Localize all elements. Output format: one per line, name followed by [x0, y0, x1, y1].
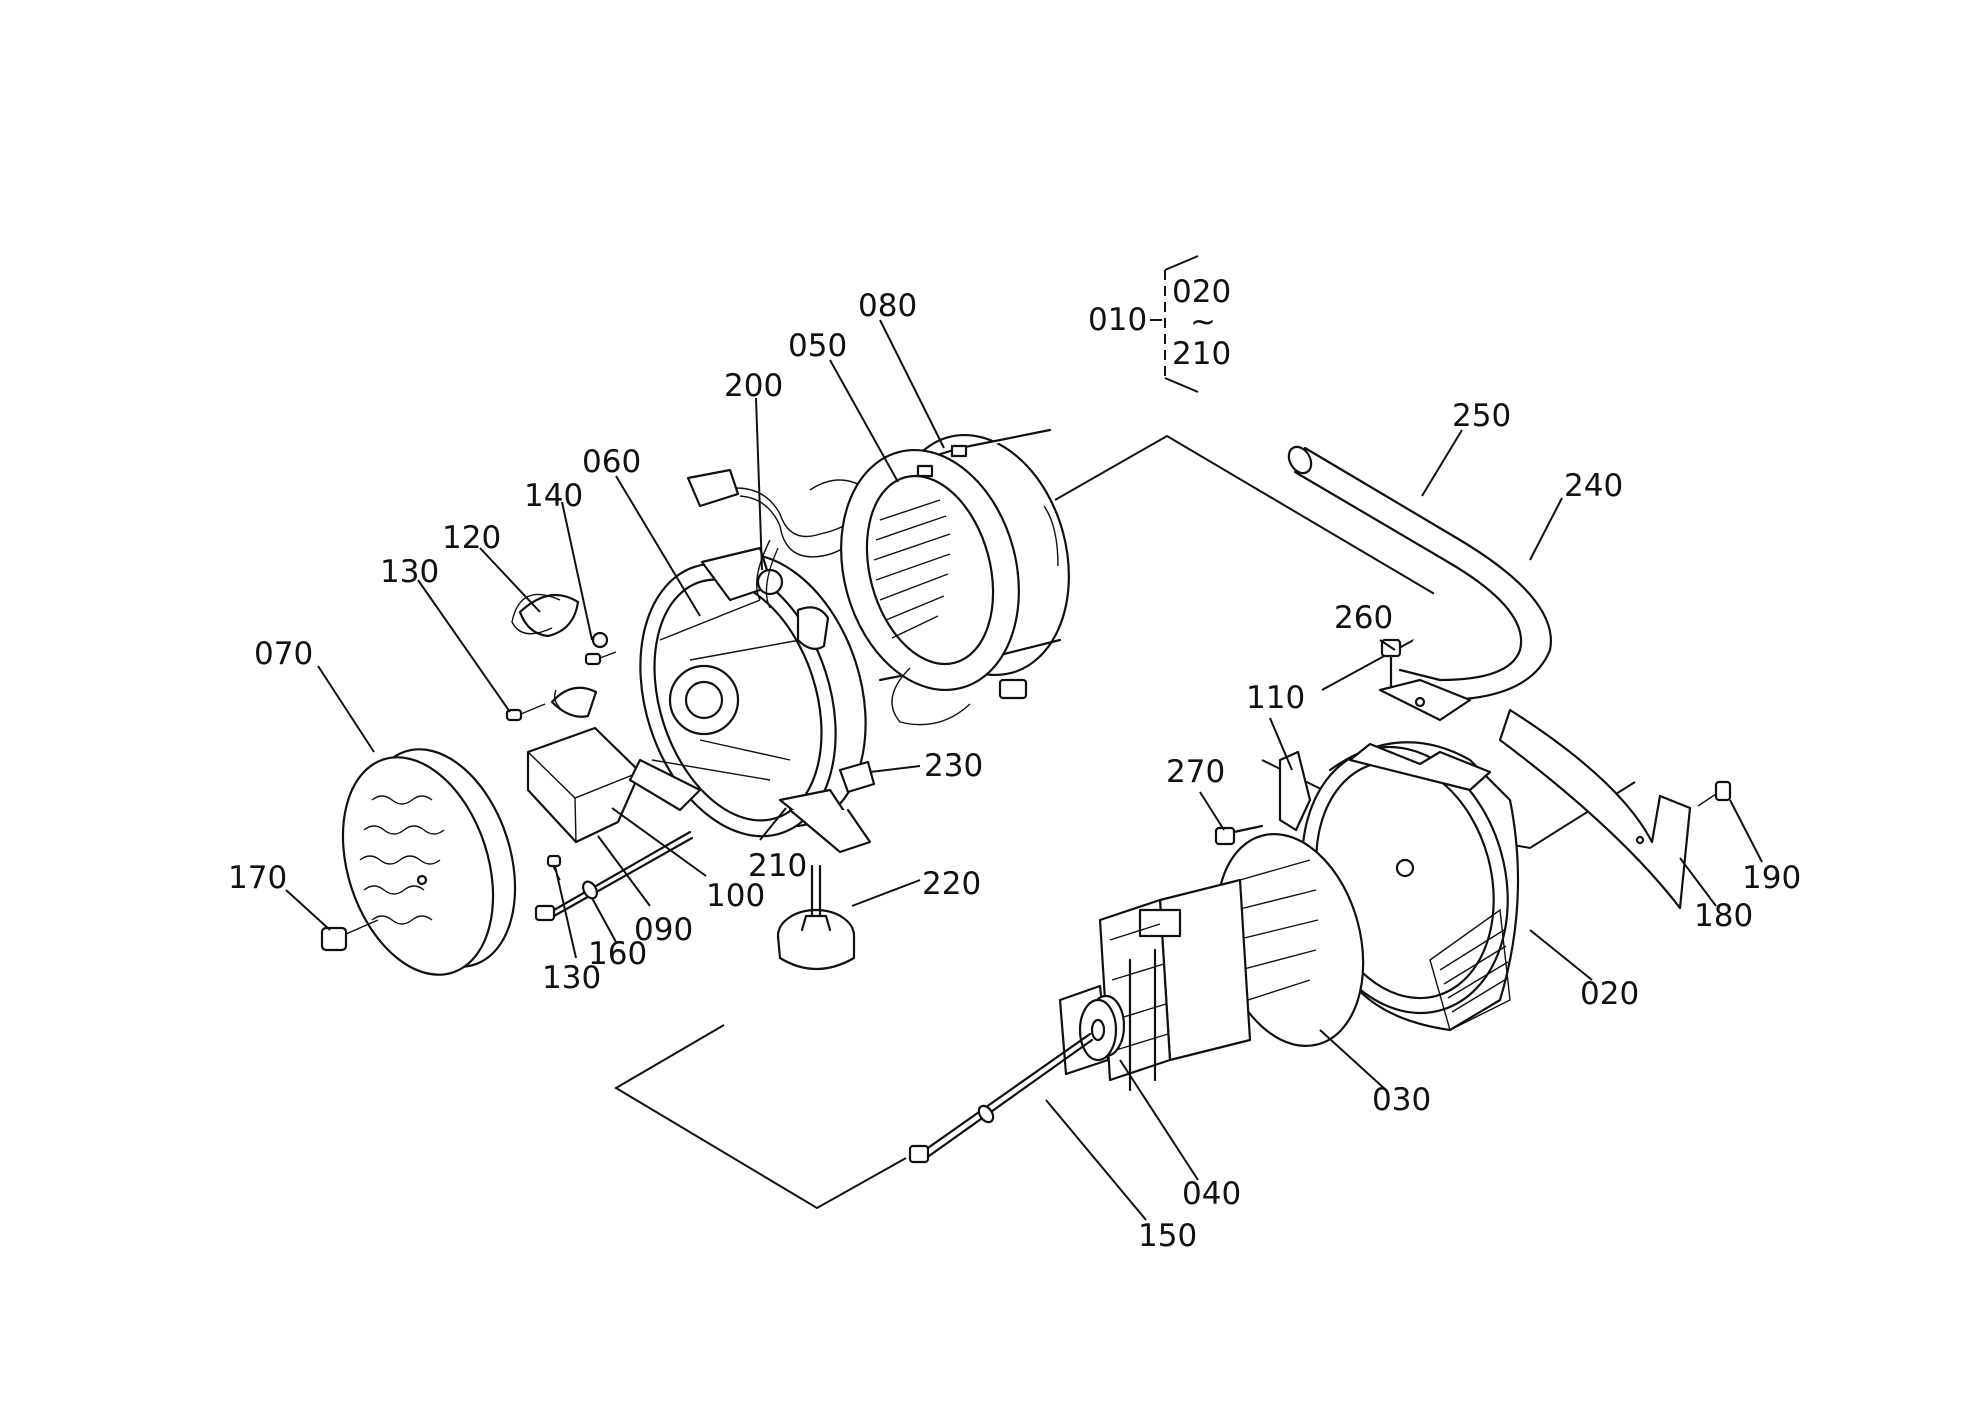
callout-060: 060 — [582, 444, 641, 480]
callout-170: 170 — [228, 860, 287, 896]
stator-part — [840, 428, 1070, 726]
callout-120: 120 — [442, 520, 501, 556]
long-bolt-part — [534, 830, 694, 922]
callout-070: 070 — [254, 636, 313, 672]
callout-030: 030 — [1372, 1082, 1431, 1118]
callout-180: 180 — [1694, 898, 1753, 934]
callout-100: 100 — [706, 878, 765, 914]
callout-190: 190 — [1742, 860, 1801, 896]
callout-160: 160 — [588, 936, 647, 972]
assembly-range-to: 210 — [1172, 336, 1231, 372]
callout-150: 150 — [1138, 1218, 1197, 1254]
through-bolt-part — [908, 1032, 1094, 1164]
bearing-part — [1078, 994, 1126, 1062]
callout-140: 140 — [524, 478, 583, 514]
handle-part — [1287, 445, 1552, 722]
baffle-plate-part — [1498, 708, 1732, 910]
end-bracket-part — [628, 546, 872, 854]
callout-270: 270 — [1166, 754, 1225, 790]
callout-020: 020 — [1580, 976, 1639, 1012]
leader-lines — [285, 319, 1763, 1221]
callout-090: 090 — [634, 912, 693, 948]
callout-240: 240 — [1564, 468, 1623, 504]
callout-130-top: 130 — [380, 554, 439, 590]
callout-230: 230 — [924, 748, 983, 784]
end-cover-part — [320, 748, 517, 976]
vibration-mount-part — [776, 760, 876, 971]
callout-130-bottom: 130 — [542, 960, 601, 996]
callout-210: 210 — [748, 848, 807, 884]
assembly-reference: 010 020 ~ 210 — [1088, 255, 1231, 393]
callout-250: 250 — [1452, 398, 1511, 434]
callout-050: 050 — [788, 328, 847, 364]
callout-260: 260 — [1334, 600, 1393, 636]
assembly-range-from: 020 — [1172, 274, 1231, 310]
callout-110: 110 — [1246, 680, 1305, 716]
assembly-range-sep: ~ — [1190, 304, 1216, 340]
callout-040: 040 — [1182, 1176, 1241, 1212]
callout-080: 080 — [858, 288, 917, 324]
controller-box-part — [505, 593, 642, 881]
rotor-part — [1058, 833, 1365, 1092]
callout-labels: 250 240 260 080 050 200 060 140 120 130 … — [228, 288, 1801, 1254]
callout-200: 200 — [724, 368, 783, 404]
assembly-main-label: 010 — [1088, 302, 1147, 338]
callout-220: 220 — [922, 866, 981, 902]
